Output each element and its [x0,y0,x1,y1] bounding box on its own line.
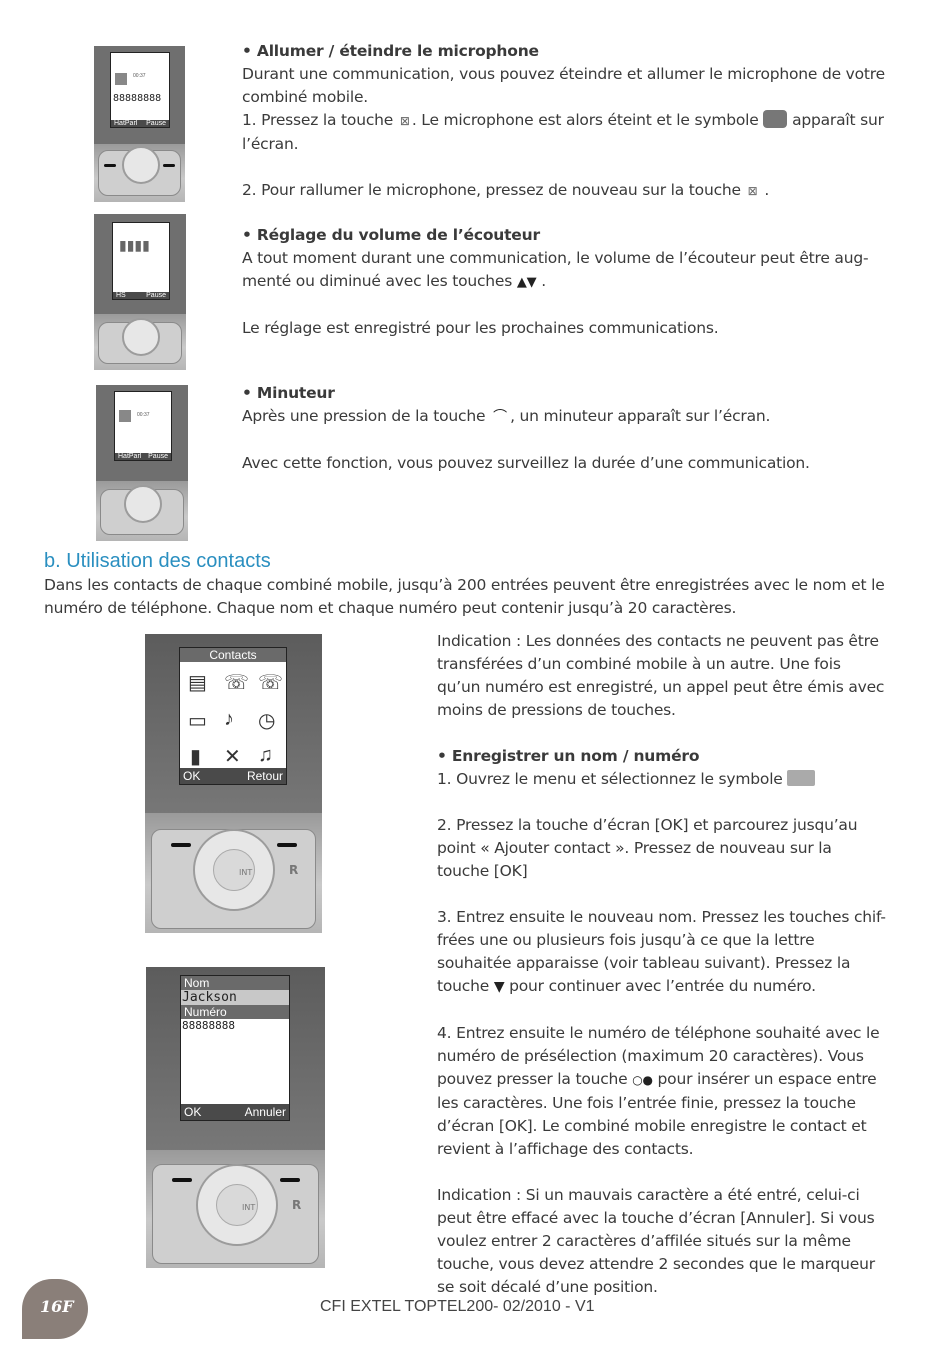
contacts-intro: Dans les contacts de chaque combiné mobi… [44,576,885,617]
mute-key-icon: ⊠ [399,114,410,128]
paragraph: menté ou diminué avec les touches ▲▼ . [242,272,546,290]
number-label: Numéro [181,1005,289,1019]
down-arrow-icon: ▼ [493,979,505,995]
paragraph: Durant une communication, vous pouvez ét… [242,65,885,106]
paragraph: A tout moment durant une communication, … [242,249,869,267]
call-key-icon: ⌒ [493,409,507,425]
section-title: • Allumer / éteindre le microphone [242,42,539,60]
name-label: Nom [181,976,289,990]
settings-tools-icon: ✕ [224,746,241,768]
section-title: • Réglage du volume de l’écouteur [242,226,540,244]
timer-section: • Minuteur Après une pression de la touc… [242,382,892,475]
page-number: 16F [40,1297,74,1316]
clock-icon: ◷ [258,710,276,732]
battery-icon: ▮ [190,746,202,768]
section-title: • Enregistrer un nom / numéro [437,747,700,765]
paragraph: Indication : Les données des contacts ne… [437,632,885,719]
footer-text: CFI EXTEL TOPTEL200- 02/2010 - V1 [320,1298,595,1315]
paragraph: Avec cette fonction, vous pouvez surveil… [242,454,810,472]
answering-machine-icon: ▭ [188,710,207,732]
call-list-icon: ☏ [224,672,250,694]
paragraph: Après une pression de la touche ⌒, un mi… [242,405,892,429]
redial-icon: ☏ [258,672,284,694]
mute-section: • Allumer / éteindre le microphone Duran… [242,40,892,203]
paragraph: 1. Pressez la touche ⊠. Le microphone es… [242,110,884,153]
paragraph: 2. Pressez la touche d’écran [OK] et par… [437,816,858,880]
contacts-instructions: Indication : Les données des contacts ne… [437,630,887,1299]
name-value: Jackson [181,990,289,1005]
paragraph: 3. Entrez ensuite le nouveau nom. Presse… [437,908,886,995]
bell-icon: ♫ [258,744,273,766]
paragraph: 2. Pour rallumer le microphone, pressez … [242,179,892,203]
audio-icon: ♪ [224,708,234,730]
up-down-arrows-icon: ▲▼ [516,275,537,290]
section-title: • Minuteur [242,384,335,402]
volume-bars-icon: ▮▮▮▮ [119,237,150,253]
mic-off-icon [763,110,788,128]
space-key-icon: ○● [632,1073,653,1087]
mute-key-icon: ⊠ [747,184,758,198]
paragraph: 4. Entrez ensuite le numéro de téléphone… [437,1024,880,1158]
volume-section: • Réglage du volume de l’écouteur A tout… [242,224,892,340]
number-value: 88888888 [182,1019,235,1032]
phonebook-icon [787,770,816,786]
paragraph: Indication : Si un mauvais caractère a é… [437,1186,875,1296]
screen-title: Contacts [180,648,286,662]
paragraph: 1. Ouvrez le menu et sélectionnez le sym… [437,768,887,791]
phonebook-icon: ▤ [188,672,207,694]
page-number-badge: 16F [22,1279,88,1339]
section-heading: b. Utilisation des contacts [44,550,271,572]
paragraph: Le réglage est enregistré pour les proch… [242,319,719,337]
